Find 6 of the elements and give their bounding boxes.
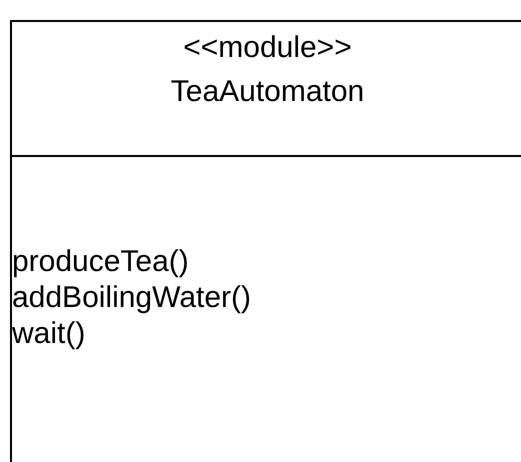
stereotype-label: <<module>>	[183, 30, 352, 66]
method-label: addBoilingWater()	[12, 280, 251, 316]
class-box	[10, 20, 521, 462]
method-label: produceTea()	[12, 244, 189, 280]
class-name: TeaAutomaton	[170, 74, 364, 110]
method-label: wait()	[12, 316, 86, 352]
